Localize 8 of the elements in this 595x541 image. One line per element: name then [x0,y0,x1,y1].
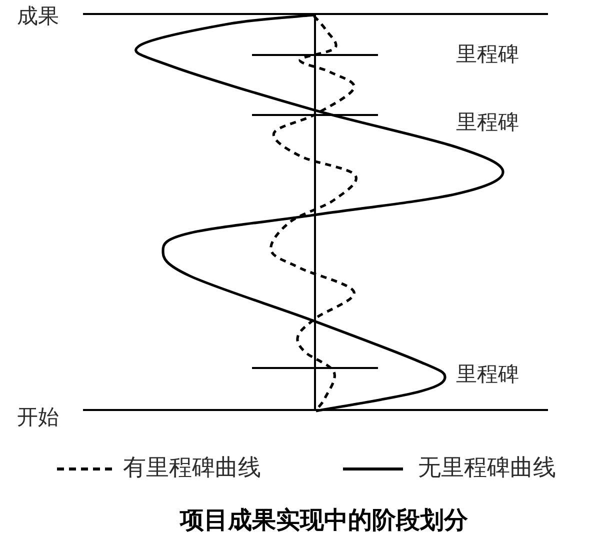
line-end-label: 开始 [17,407,59,428]
milestone-label: 里程碑 [456,44,519,65]
legend-label: 有里程碑曲线 [123,457,261,480]
figure-caption: 项目成果实现中的阶段划分 [180,508,468,532]
line-end-label: 成果 [17,6,59,27]
milestone-label: 里程碑 [456,112,519,133]
legend-label: 无里程碑曲线 [418,457,556,480]
milestone-label: 里程碑 [456,364,519,385]
